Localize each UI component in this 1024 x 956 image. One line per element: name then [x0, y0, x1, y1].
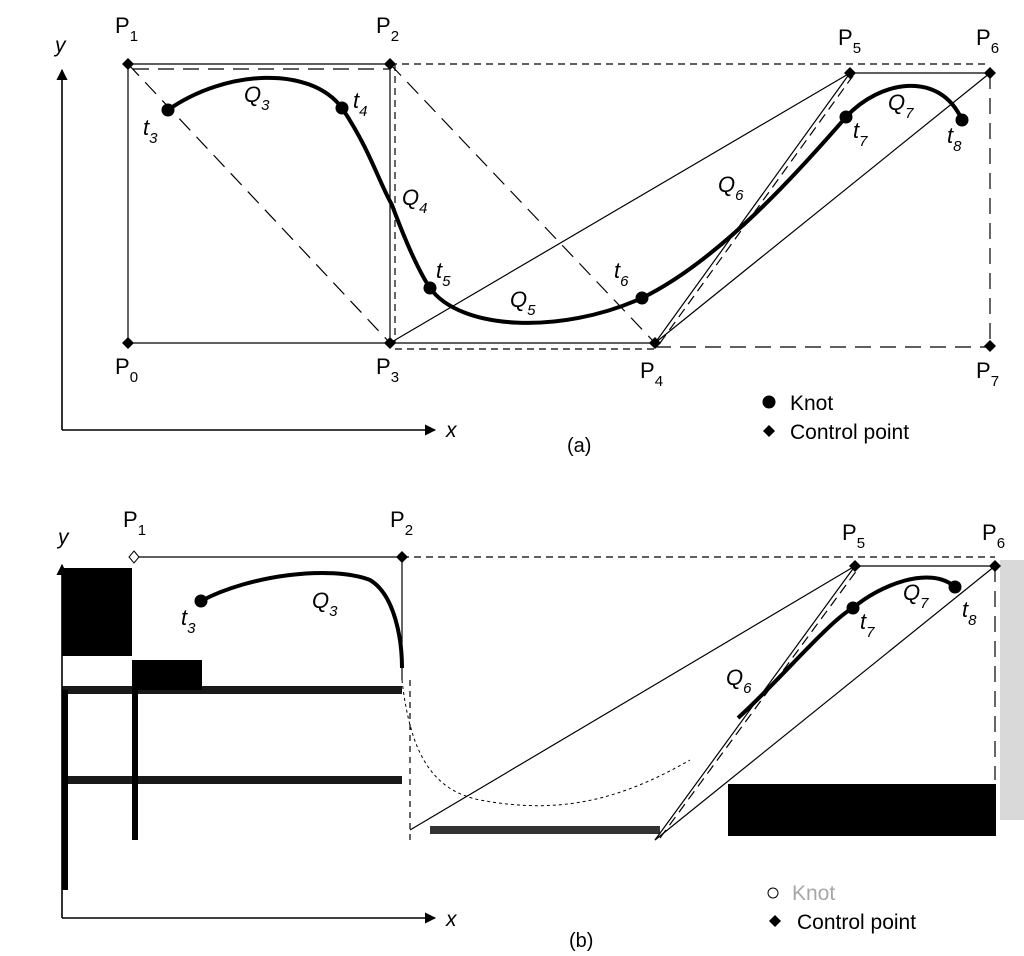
panel-a-knots: [161, 101, 969, 305]
knot-t7: [839, 110, 853, 124]
b-control-point-p2: [396, 551, 408, 563]
b-label-t3: t3: [181, 605, 196, 637]
b-knot-t3: [194, 594, 208, 608]
control-point-p7: [984, 340, 996, 352]
label-t8: t8: [947, 123, 962, 155]
b-legend-control-point-icon: [769, 915, 781, 927]
knot-t4: [335, 101, 349, 115]
panel-b-y-label: y: [56, 526, 70, 549]
label-p7: P7: [976, 358, 999, 390]
b-label-p2: P2: [390, 507, 413, 539]
caption-a: (a): [567, 435, 591, 457]
panel-b-control-points: [128, 550, 1001, 572]
b-label-t8: t8: [962, 597, 977, 629]
label-q5: Q5: [510, 287, 536, 319]
label-q7: Q7: [888, 90, 914, 122]
b-legend-knot-icon: [767, 887, 779, 899]
legend-knot-label: Knot: [790, 392, 833, 415]
label-p3: P3: [376, 354, 399, 386]
label-p2: P2: [376, 13, 399, 45]
control-point-p1: [122, 58, 134, 70]
panel-b-legend: Knot Control point: [767, 882, 916, 934]
b-label-p5: P5: [842, 520, 865, 552]
label-p1: P1: [115, 13, 138, 45]
panel-b-faint-curve: [401, 679, 691, 807]
control-point-p2: [384, 58, 396, 70]
panel-a-legend: Knot Control point: [762, 392, 909, 444]
panel-b-knots: [194, 580, 962, 615]
control-point-p5: [844, 67, 856, 79]
label-p4: P4: [640, 358, 663, 390]
legend-control-point-label: Control point: [790, 421, 909, 444]
b-control-point-p5: [849, 560, 861, 572]
b-label-q3: Q3: [312, 588, 338, 620]
label-t6: t6: [614, 258, 629, 290]
caption-b: (b): [569, 930, 593, 952]
control-point-p0: [122, 337, 134, 349]
b-label-t7: t7: [860, 609, 875, 641]
panel-b-dashed-lines: [402, 556, 996, 840]
knot-t8: [955, 113, 969, 127]
knot-t5: [423, 281, 437, 295]
panel-a: y x: [53, 13, 999, 457]
knot-t6: [635, 291, 649, 305]
label-p6: P6: [976, 25, 999, 57]
b-legend-control-point-label: Control point: [797, 911, 916, 934]
label-q6: Q6: [718, 172, 744, 204]
panel-a-control-points: [122, 58, 996, 352]
control-point-p3: [384, 337, 396, 349]
panel-a-y-label: y: [53, 34, 67, 57]
b-control-point-p1: [128, 550, 140, 564]
label-p5: P5: [838, 25, 861, 57]
knot-t3: [161, 103, 175, 117]
panel-a-x-label: x: [445, 419, 458, 442]
label-q3: Q3: [244, 82, 270, 114]
b-control-point-p6: [989, 560, 1001, 572]
b-legend-knot-label: Knot: [792, 882, 835, 905]
panel-b: y x: [56, 507, 1024, 952]
label-t4: t4: [353, 88, 367, 120]
label-t3: t3: [143, 115, 158, 147]
label-q4: Q4: [402, 185, 427, 217]
panel-b-curve-q3: [200, 571, 404, 669]
b-knot-t7: [846, 601, 860, 615]
b-label-p1: P1: [123, 507, 146, 539]
panel-b-artifacts: [62, 560, 1024, 890]
b-label-q6: Q6: [726, 665, 752, 697]
label-p0: P0: [115, 354, 138, 386]
control-point-p6: [984, 67, 996, 79]
panel-b-x-label: x: [445, 908, 458, 931]
legend-control-point-icon: [763, 425, 775, 437]
control-point-p4: [649, 337, 661, 349]
legend-knot-icon: [762, 395, 776, 409]
label-t7: t7: [853, 118, 868, 150]
b-label-p6: P6: [982, 520, 1005, 552]
b-knot-t8: [948, 580, 962, 594]
b-label-q7: Q7: [903, 580, 929, 612]
label-t5: t5: [436, 258, 451, 290]
